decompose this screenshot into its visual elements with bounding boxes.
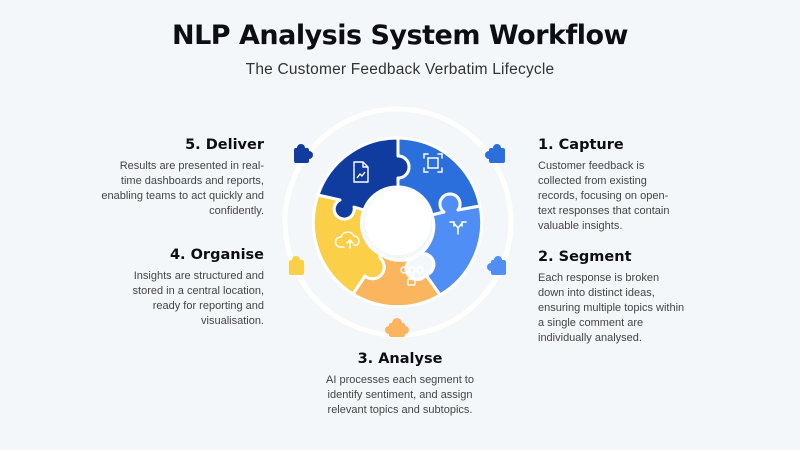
step-deliver: 5. Deliver Results are presented in real… [100,137,264,219]
center-hole [365,189,431,255]
page-subtitle: The Customer Feedback Verbatim Lifecycle [245,61,555,78]
capture-puzzle-marker [485,144,505,163]
cloud-upload-icon [334,231,360,249]
step-analyse-title: 3. Analyse [357,351,443,367]
step-segment-text: Each response is broken down into distin… [538,272,685,344]
step-segment: 2. Segment Each response is broken down … [538,249,688,346]
page-title: NLP Analysis System Workflow [172,20,628,51]
step-segment-title: 2. Segment [538,249,632,265]
scan-icon [423,153,443,173]
step-analyse-text: AI processes each segment to identify se… [326,374,474,416]
organise-puzzle-marker [289,256,304,275]
ai-network-icon [400,266,424,286]
step-deliver-title: 5. Deliver [185,137,264,153]
step-capture-text: Customer feedback is collected from exis… [538,160,670,232]
step-analyse: 3. Analyse AI processes each segment to … [310,351,490,418]
puzzle-piece-deliver [316,136,411,221]
report-chart-icon [353,161,369,183]
step-deliver-text: Results are presented in real-time dashb… [101,160,264,217]
segment-puzzle-marker [487,256,506,275]
step-organise-title: 4. Organise [169,247,264,263]
deliver-puzzle-marker [294,144,313,163]
split-arrow-icon [449,221,467,235]
step-capture-title: 1. Capture [538,137,624,153]
step-organise-text: Insights are structured and stored in a … [132,270,264,327]
step-organise: 4. Organise Insights are structured and … [112,247,264,329]
analyse-puzzle-marker [385,318,409,337]
step-capture: 1. Capture Customer feedback is collecte… [538,137,680,234]
